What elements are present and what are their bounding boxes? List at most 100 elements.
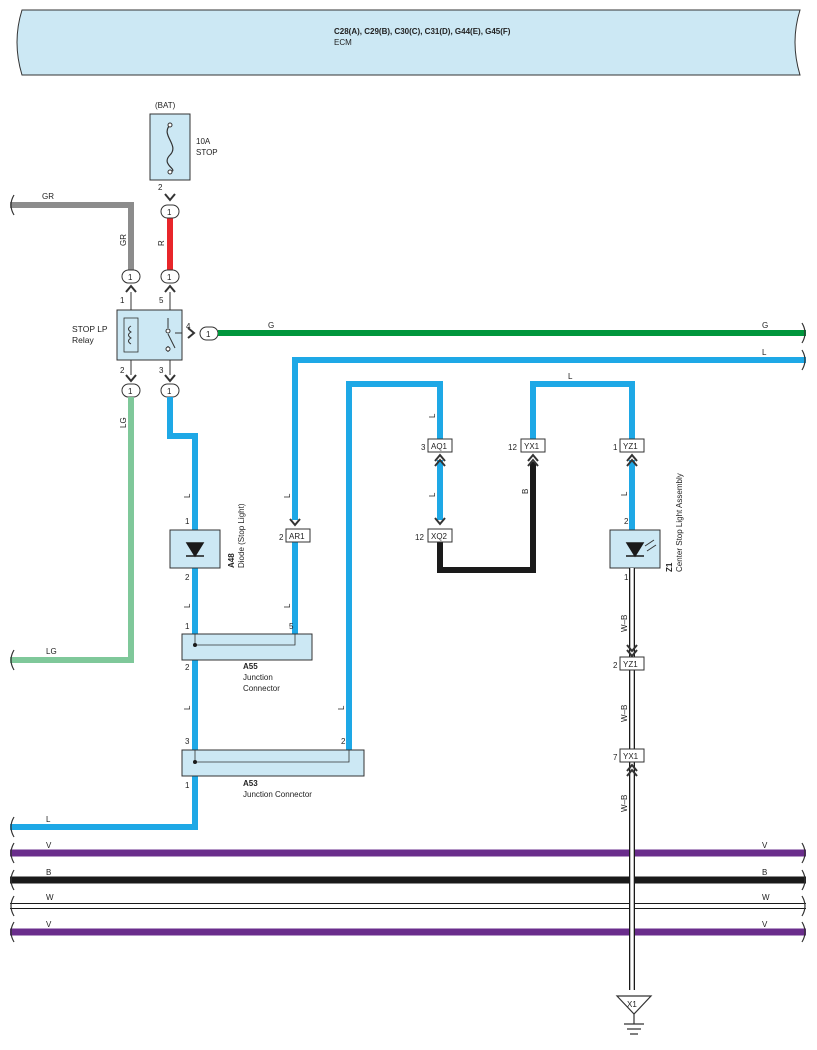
wire-gr-label-vert: GR xyxy=(119,234,128,246)
bus-v2-label-left: V xyxy=(46,920,52,929)
wire-l-label: L xyxy=(620,491,629,496)
wire-l-label-bottom: L xyxy=(46,815,51,824)
junction-connector-a53 xyxy=(181,749,365,777)
a55-name: Junction xyxy=(243,673,273,682)
connector-pin: 1 xyxy=(167,273,172,282)
arrow-icon xyxy=(626,644,638,658)
wire-wb-label: W–B xyxy=(620,795,629,812)
a55-pin2: 2 xyxy=(185,663,190,672)
a53-pin1: 1 xyxy=(185,781,190,790)
fuse-rating: 10A xyxy=(196,137,211,146)
arrow-icon xyxy=(187,327,196,339)
fuse-name: STOP xyxy=(196,148,218,157)
wire-l-label: L xyxy=(283,603,292,608)
relay-pin2: 2 xyxy=(120,366,125,375)
diode-pin1: 1 xyxy=(185,517,190,526)
a53-id: A53 xyxy=(243,779,258,788)
arrow-icon xyxy=(626,763,638,777)
wire-wb-label: W–B xyxy=(620,615,629,632)
ecm-name: ECM xyxy=(334,38,352,47)
yx1a-pin: 12 xyxy=(508,443,517,452)
yz1a-label: YZ1 xyxy=(623,442,638,451)
diode-name: Diode (Stop Light) xyxy=(237,503,246,568)
wire-lg xyxy=(10,397,134,663)
inline-connector-yz1b xyxy=(619,656,645,671)
wire-l-diode xyxy=(167,397,198,530)
arrow-icon xyxy=(164,374,176,383)
fuse-pin: 2 xyxy=(158,183,163,192)
wire-break-icon xyxy=(801,322,806,943)
coil-icon xyxy=(128,325,132,345)
connector-pin: 1 xyxy=(167,387,172,396)
wire-l-label: L xyxy=(337,705,346,710)
junction-bus-icon xyxy=(194,750,350,763)
wire-b-label: B xyxy=(521,489,530,494)
inline-connector-yx1a xyxy=(520,438,546,453)
relay-coil-icon xyxy=(123,317,139,353)
relay-name-2: Relay xyxy=(72,335,94,345)
connector-pin: 1 xyxy=(206,330,211,339)
arrow-icon xyxy=(164,193,176,202)
bus-b-label-right: B xyxy=(762,868,767,877)
junction-bus-icon xyxy=(194,634,296,646)
wire-l-label: L xyxy=(283,493,292,498)
bus-v2-label-right: V xyxy=(762,920,768,929)
relay-pin5: 5 xyxy=(159,296,164,305)
ecm-connectors: C28(A), C29(B), C30(C), C31(D), G44(E), … xyxy=(334,27,511,36)
a55-id: A55 xyxy=(243,662,258,671)
xq2-label: XQ2 xyxy=(431,532,448,541)
ar1-pin: 2 xyxy=(279,533,284,542)
yx1b-label: YX1 xyxy=(623,752,639,761)
bus-v-label-left: V xyxy=(46,841,52,850)
yz1a-pin: 1 xyxy=(613,443,618,452)
wire-l-a53-out xyxy=(10,776,198,830)
wire-l-label: L xyxy=(428,413,437,418)
yz1b-label: YZ1 xyxy=(623,660,638,669)
wire-l-a53-aq1 xyxy=(346,381,443,750)
arrow-icon xyxy=(434,517,446,526)
wire-wb-label: W–B xyxy=(620,705,629,722)
relay-name: STOP LP xyxy=(72,324,108,334)
wire-l-label-top: L xyxy=(568,372,573,381)
connector-pill xyxy=(121,269,141,284)
xq2-pin: 12 xyxy=(415,533,424,542)
wire-l-label: L xyxy=(428,492,437,497)
bus-w-label-right: W xyxy=(762,893,770,902)
ground-connector-x1 xyxy=(615,995,653,1015)
lamp-pin2: 2 xyxy=(624,517,629,526)
yx1b-pin: 7 xyxy=(613,753,618,762)
wire-lg-label-bottom: LG xyxy=(46,647,57,656)
a55-pin5: 5 xyxy=(289,622,294,631)
arrow-icon xyxy=(164,284,176,293)
a53-pin3: 3 xyxy=(185,737,190,746)
relay-pin4: 4 xyxy=(186,322,191,331)
fuse-terminal-icon xyxy=(167,122,173,128)
wire-g-label-right: G xyxy=(762,321,768,330)
bus-b-label-left: B xyxy=(46,868,51,877)
a53-name: Junction Connector xyxy=(243,790,312,799)
wire-r-label: R xyxy=(157,240,166,246)
arrow-icon xyxy=(125,284,137,293)
connector-pill xyxy=(160,269,180,284)
wire-gr xyxy=(10,202,134,270)
arrow-icon xyxy=(289,518,301,527)
diode-pin2: 2 xyxy=(185,573,190,582)
ecm-banner xyxy=(16,9,801,76)
ground-icon xyxy=(624,1014,644,1035)
wire-l-yx1-yz1 xyxy=(530,381,635,440)
yx1a-label: YX1 xyxy=(524,442,540,451)
ground-label: X1 xyxy=(627,1000,637,1009)
relay-pin3: 3 xyxy=(159,366,164,375)
wire-l-ecm-branch xyxy=(292,357,806,520)
connector-pin: 1 xyxy=(128,273,133,282)
inline-connector-ar1 xyxy=(285,528,311,543)
lamp-id: Z1 xyxy=(665,562,674,572)
wire-break-icon xyxy=(10,194,15,943)
relay-pin1: 1 xyxy=(120,296,125,305)
bus-w-label-left: W xyxy=(46,893,54,902)
lamp-pin1: 1 xyxy=(624,573,629,582)
arrow-icon xyxy=(125,374,137,383)
wire-l-label: L xyxy=(183,493,192,498)
arrow-icon xyxy=(626,453,638,467)
